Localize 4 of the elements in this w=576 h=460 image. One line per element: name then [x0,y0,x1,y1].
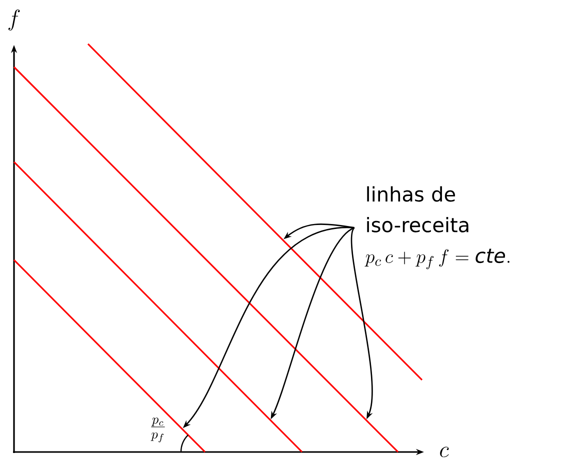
axis-label: $f$ [8,10,20,30]
axis-label: $c$ [440,446,449,458]
slope-label: $\frac{p_c}{p_f}$ [150,418,165,442]
text-label: linhas de iso-receita $p_c\,c+p_f\,f=\mathit{cte.}$ [364,186,510,270]
